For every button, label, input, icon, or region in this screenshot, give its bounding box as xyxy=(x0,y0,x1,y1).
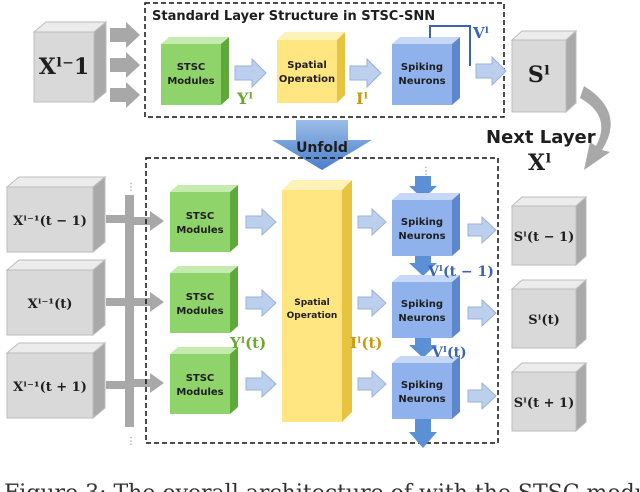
svg-text:STSC: STSC xyxy=(186,373,215,384)
svg-text:Modules: Modules xyxy=(176,306,223,317)
bottom-output-block-0: Sˡ(t − 1) xyxy=(510,195,588,267)
svg-text:Modules: Modules xyxy=(176,387,223,398)
bottom-arrows-spatial-to-spiking xyxy=(357,207,387,399)
bottom-arrows-stsc-to-spatial xyxy=(245,207,277,399)
top-input-block: Xˡ⁻1 xyxy=(32,20,108,104)
svg-text:Neurons: Neurons xyxy=(398,394,445,405)
svg-text:Modules: Modules xyxy=(176,225,223,236)
bottom-spiking-neurons-2: Spiking Neurons xyxy=(392,356,460,419)
top-v-feedback-loop xyxy=(429,25,471,66)
bottom-layer-frame xyxy=(145,157,499,444)
bottom-input-block-2: Xˡ⁻¹(t + 1) xyxy=(5,341,107,420)
svg-text:Neurons: Neurons xyxy=(398,76,445,87)
bottom-i-label: Iˡ(t) xyxy=(350,334,383,352)
bottom-stsc-module-2: STSC Modules xyxy=(170,347,238,414)
top-output-label: Sˡ xyxy=(528,62,550,88)
bottom-output-block-2: Sˡ(t + 1) xyxy=(510,361,588,433)
svg-text:Xˡ⁻¹(t − 1): Xˡ⁻¹(t − 1) xyxy=(13,214,87,229)
bottom-stsc-module-0: STSC Modules xyxy=(170,185,238,252)
bus-dots-bottom: ⋮ xyxy=(126,436,136,447)
svg-text:Neurons: Neurons xyxy=(398,313,445,324)
svg-text:Spatial: Spatial xyxy=(294,298,330,308)
top-input-arrows xyxy=(110,22,140,108)
next-layer-label: Next Layer xyxy=(486,127,596,148)
bottom-input-block-1: Xˡ⁻¹(t) xyxy=(5,258,107,337)
svg-text:Neurons: Neurons xyxy=(398,231,445,242)
svg-text:Sˡ(t): Sˡ(t) xyxy=(528,313,560,328)
svg-text:STSC: STSC xyxy=(186,292,215,303)
top-arrow-spiking-to-output xyxy=(475,55,507,87)
top-arrow-stsc-to-spatial xyxy=(234,57,267,89)
svg-text:Spiking: Spiking xyxy=(401,299,443,310)
bottom-spiking-neurons-0: Spiking Neurons xyxy=(392,193,460,256)
bottom-input-bus xyxy=(106,195,164,427)
svg-text:Spiking: Spiking xyxy=(401,217,443,228)
bottom-spiking-neurons-1: Spiking Neurons xyxy=(392,275,460,338)
top-arrow-spatial-to-spiking xyxy=(349,57,382,89)
svg-text:Xˡ⁻¹(t + 1): Xˡ⁻¹(t + 1) xyxy=(13,380,87,395)
svg-text:Operation: Operation xyxy=(279,74,335,85)
bottom-v-label-1: Vˡ(t) xyxy=(431,345,467,361)
next-layer-x-label: Xˡ xyxy=(528,150,552,176)
svg-text:⋮: ⋮ xyxy=(421,166,431,177)
top-v-label: Vˡ xyxy=(472,24,489,42)
bottom-spiking-chain-arrows: ⋮ xyxy=(409,166,437,448)
svg-text:Spatial: Spatial xyxy=(287,60,327,71)
figure-caption: Figure 3: The overall architecture of wi… xyxy=(4,481,640,492)
unfold-arrow: Unfold xyxy=(272,120,372,170)
bottom-output-block-1: Sˡ(t) xyxy=(510,278,588,350)
svg-text:STSC: STSC xyxy=(177,62,206,73)
top-layer-frame xyxy=(144,2,505,118)
top-y-label: Yˡ xyxy=(236,89,253,108)
svg-text:Spiking: Spiking xyxy=(401,62,443,73)
bottom-v-label-0: Vˡ(t − 1) xyxy=(427,264,494,280)
top-input-label: Xˡ⁻1 xyxy=(39,54,89,80)
svg-text:Sˡ(t − 1): Sˡ(t − 1) xyxy=(514,230,574,245)
svg-text:Operation: Operation xyxy=(287,311,338,321)
bottom-stsc-module-1: STSC Modules xyxy=(170,266,238,333)
top-spatial-operation: Spatial Operation xyxy=(277,32,345,103)
top-stsc-module: STSC Modules xyxy=(161,37,229,105)
top-output-block: Sˡ xyxy=(510,29,578,114)
top-spiking-neurons: Spiking Neurons xyxy=(392,37,460,105)
bottom-spatial-operation: Spatial Operation xyxy=(282,180,352,422)
next-layer-curved-arrow xyxy=(580,86,611,170)
svg-text:Spiking: Spiking xyxy=(401,380,443,391)
svg-text:STSC: STSC xyxy=(186,211,215,222)
bottom-input-block-0: Xˡ⁻¹(t − 1) xyxy=(5,175,107,254)
bottom-arrows-spiking-to-output xyxy=(467,215,497,411)
unfold-label: Unfold xyxy=(296,140,348,156)
top-i-label: Iˡ xyxy=(356,89,368,108)
svg-text:Sˡ(t + 1): Sˡ(t + 1) xyxy=(514,396,574,411)
bus-dots-top: ⋮ xyxy=(126,182,136,193)
top-layer-title: Standard Layer Structure in STSC-SNN xyxy=(152,9,435,24)
svg-text:Xˡ⁻¹(t): Xˡ⁻¹(t) xyxy=(28,297,73,312)
svg-text:Modules: Modules xyxy=(167,76,214,87)
bottom-y-label: Yˡ(t) xyxy=(229,334,266,352)
